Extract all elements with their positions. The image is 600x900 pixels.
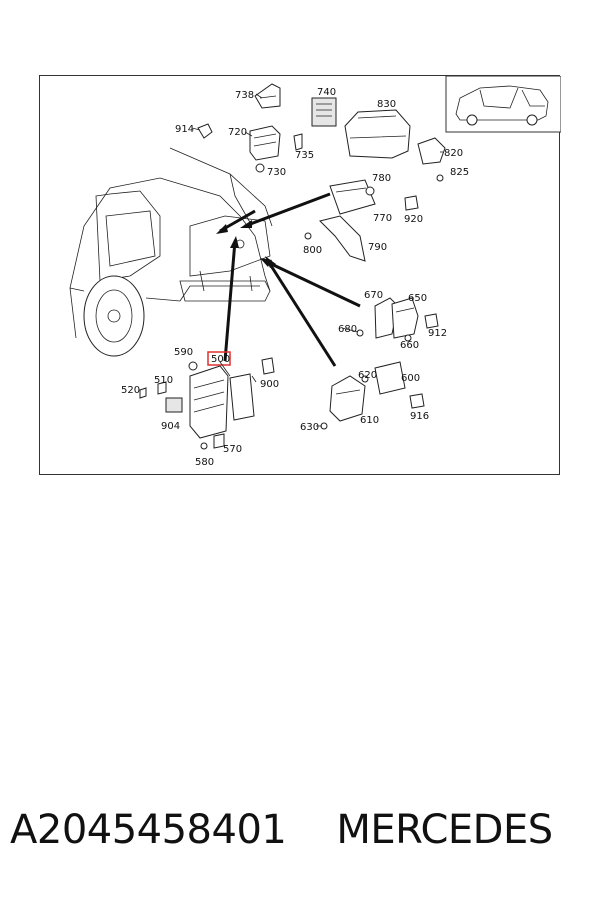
vehicle-thumbnail	[445, 76, 561, 133]
callout-780: 780	[372, 173, 391, 184]
component-520	[139, 387, 147, 399]
vehicle-rear-outline	[69, 147, 273, 357]
component-738	[254, 83, 281, 109]
callout-590: 590	[174, 347, 193, 358]
callout-labels: 738 740 830 914 720 735 730 820 825 780 …	[121, 87, 469, 468]
parts-diagram: 738 740 830 914 720 735 730 820 825 780 …	[69, 76, 561, 468]
component-820	[417, 137, 446, 165]
callout-600: 600	[401, 373, 420, 384]
callout-820: 820	[444, 148, 463, 159]
parts-diagram-frame: 738 740 830 914 720 735 730 820 825 780 …	[39, 75, 561, 475]
component-510	[157, 381, 167, 395]
part-number: A2045458401	[10, 807, 287, 853]
component-770	[329, 179, 376, 215]
component-800	[304, 232, 312, 240]
callout-912: 912	[428, 328, 447, 339]
component-740	[311, 97, 337, 127]
highlight-box-500	[207, 351, 231, 366]
brand-name: MERCEDES	[336, 807, 553, 853]
component-620	[361, 375, 369, 383]
component-920	[404, 195, 419, 211]
part-caption: A2045458401 MERCEDES	[10, 800, 595, 860]
callout-914: 914	[175, 124, 194, 135]
component-830	[344, 109, 411, 159]
component-914	[197, 123, 213, 139]
callout-660: 660	[400, 340, 419, 351]
callout-738: 738	[235, 90, 254, 101]
component-610	[329, 375, 366, 422]
component-650	[391, 297, 419, 339]
leader-arrows	[216, 192, 361, 367]
callout-800: 800	[303, 245, 322, 256]
callout-735: 735	[295, 150, 314, 161]
callout-740: 740	[317, 87, 336, 98]
callout-580: 580	[195, 457, 214, 468]
callout-leaders	[191, 93, 443, 427]
component-580	[200, 442, 208, 450]
callout-510: 510	[154, 375, 173, 386]
callout-650: 650	[408, 293, 427, 304]
callout-630: 630	[300, 422, 319, 433]
component-600	[374, 361, 406, 395]
callout-770: 770	[373, 213, 392, 224]
component-735	[293, 133, 303, 151]
callout-570: 570	[223, 444, 242, 455]
callout-520: 520	[121, 385, 140, 396]
callout-670: 670	[364, 290, 383, 301]
component-916	[409, 393, 425, 409]
component-720	[249, 125, 281, 161]
callout-720: 720	[228, 127, 247, 138]
component-500	[189, 365, 255, 439]
component-660	[404, 334, 412, 342]
callout-500: 500	[211, 354, 230, 365]
component-570	[213, 433, 225, 449]
component-730	[255, 163, 265, 173]
component-912	[424, 313, 439, 329]
component-680	[356, 329, 364, 337]
callout-904: 904	[161, 421, 180, 432]
callout-790: 790	[368, 242, 387, 253]
callout-730: 730	[267, 167, 286, 178]
component-780	[365, 186, 375, 196]
callout-920: 920	[404, 214, 423, 225]
callout-830: 830	[377, 99, 396, 110]
component-904	[165, 397, 183, 413]
callout-610: 610	[360, 415, 379, 426]
callout-620: 620	[358, 370, 377, 381]
callout-825: 825	[450, 167, 469, 178]
callout-900: 900	[260, 379, 279, 390]
component-900	[261, 357, 275, 375]
callout-916: 916	[410, 411, 429, 422]
component-825	[436, 174, 444, 182]
component-590	[188, 361, 198, 371]
component-790	[319, 215, 366, 262]
